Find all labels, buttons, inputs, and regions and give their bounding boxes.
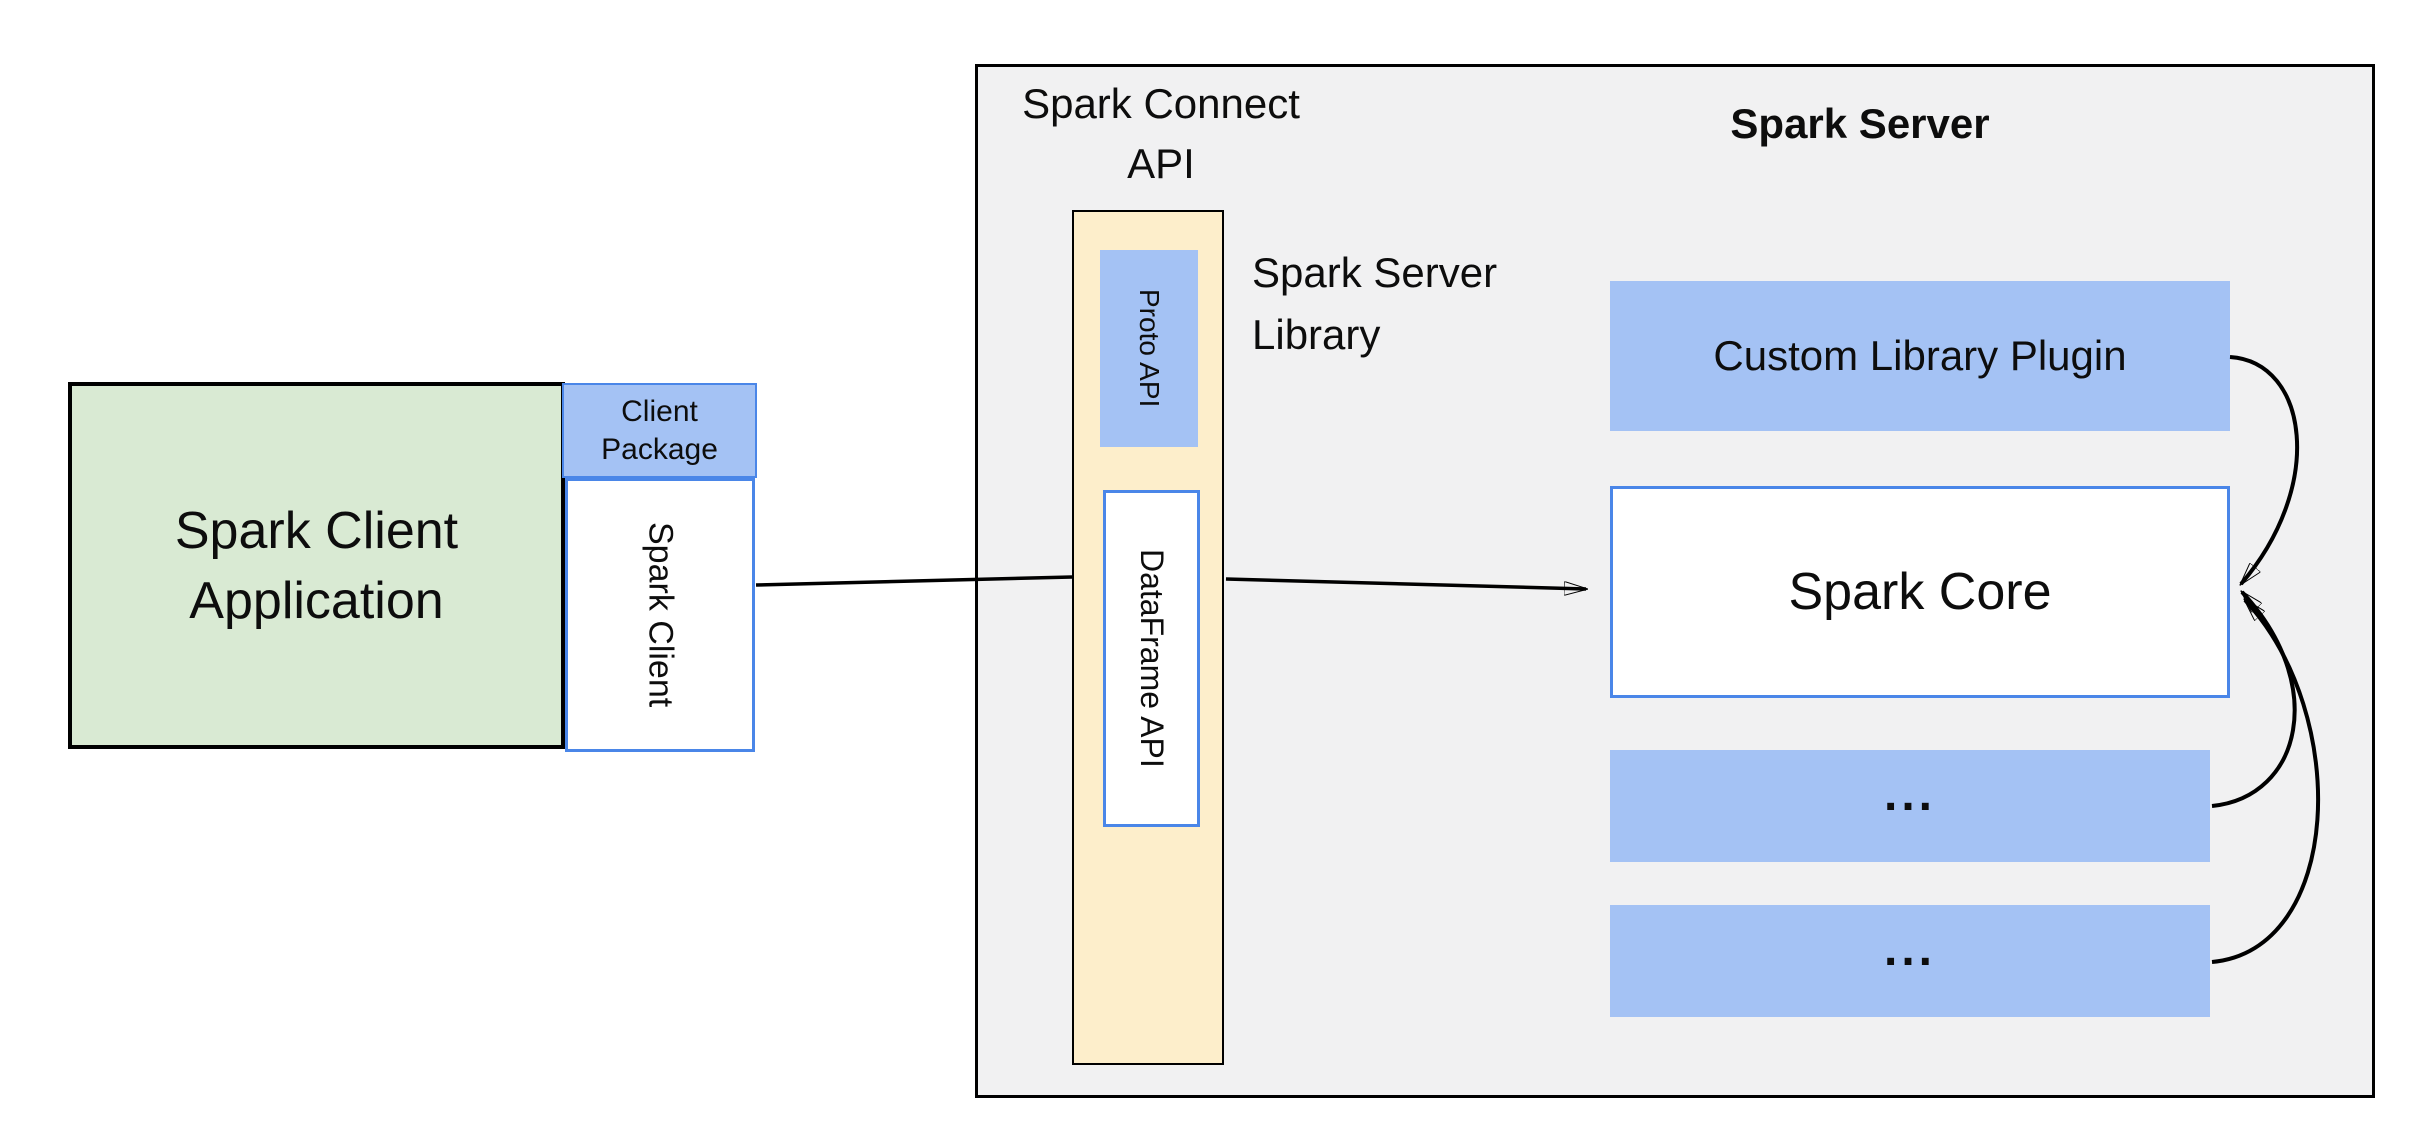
- proto-api-label: Proto API: [1134, 289, 1165, 408]
- plugin-slot-2-label: ...: [1883, 922, 1936, 976]
- spark-server-library-label: Spark Server Library: [1252, 249, 1498, 358]
- spark-client-box: Spark Client: [565, 478, 755, 752]
- plugin-slot-1-label: ...: [1883, 767, 1936, 821]
- dataframe-api-box: DataFrame API: [1103, 490, 1200, 827]
- spark-core-box: Spark Core: [1610, 486, 2230, 698]
- spark-core-label: Spark Core: [1788, 563, 2052, 621]
- spark-client-application-box: Spark Client Application: [68, 382, 565, 749]
- custom-library-plugin-box: Custom Library Plugin: [1610, 281, 2230, 431]
- spark-server-title: Spark Server: [1730, 100, 1990, 147]
- custom-library-plugin-label: Custom Library Plugin: [1713, 332, 2127, 379]
- plugin-slot-box-1: ...: [1610, 750, 2210, 862]
- dataframe-api-label: DataFrame API: [1134, 549, 1170, 768]
- plugin-slot-box-2: ...: [1610, 905, 2210, 1017]
- spark-connect-api-title: Spark Connect API: [1022, 80, 1300, 187]
- proto-api-box: Proto API: [1100, 250, 1198, 447]
- spark-client-label: Spark Client: [641, 522, 680, 708]
- client-package-box: Client Package: [562, 383, 757, 478]
